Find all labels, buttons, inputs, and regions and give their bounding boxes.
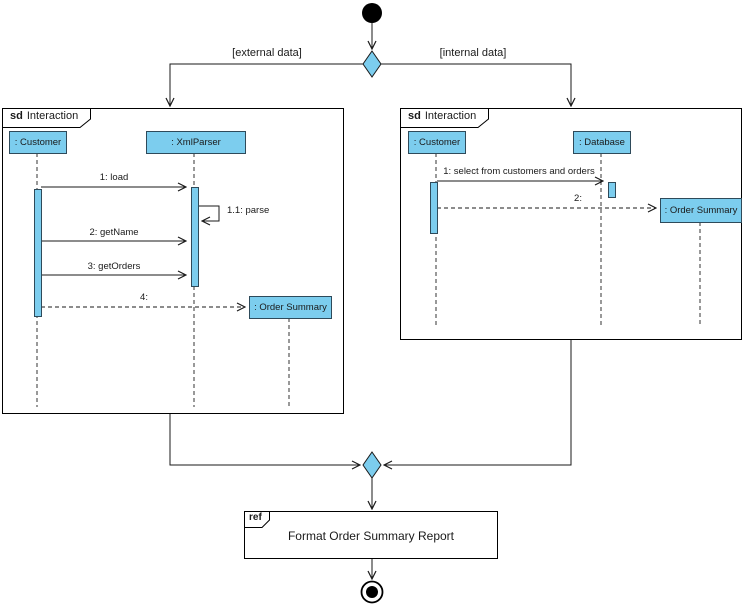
- merge-diamond[interactable]: [362, 451, 382, 479]
- lifeline-head-xmlparser[interactable]: : XmlParser: [146, 131, 246, 154]
- edge-rightframe-to-merge: [384, 340, 572, 465]
- guard-internal-data: [internal data]: [439, 47, 507, 59]
- ref-frame-tab: ref: [244, 511, 274, 529]
- lifeline-head-database[interactable]: : Database: [573, 131, 631, 154]
- ref-frame-title: Format Order Summary Report: [287, 529, 455, 543]
- ref-frame[interactable]: ref Format Order Summary Report: [244, 511, 498, 559]
- message-label-2: 2:: [574, 193, 582, 204]
- ref-frame-kind: ref: [249, 512, 262, 523]
- lifeline-head-customer-right[interactable]: : Customer: [408, 131, 466, 154]
- edge-external-branch: [170, 63, 363, 106]
- message-label-getorders: 3: getOrders: [87, 261, 141, 272]
- activation-customer-right[interactable]: [430, 182, 438, 234]
- frame-kind-label: sd: [408, 110, 421, 122]
- guard-external-data: [external data]: [232, 47, 302, 59]
- edge-internal-branch: [381, 63, 571, 106]
- activation-customer-left[interactable]: [34, 189, 42, 317]
- final-node-core: [366, 586, 378, 598]
- lifeline-head-customer[interactable]: : Customer: [9, 131, 67, 154]
- final-node[interactable]: [360, 580, 384, 604]
- message-label-load: 1: load: [99, 172, 129, 183]
- object-order-summary-right[interactable]: : Order Summary: [660, 198, 742, 223]
- activation-database[interactable]: [608, 182, 616, 198]
- message-label-parse: 1.1: parse: [227, 205, 270, 216]
- frame-kind-label: sd: [10, 110, 23, 122]
- initial-node[interactable]: [362, 3, 382, 23]
- activation-xmlparser[interactable]: [191, 187, 199, 287]
- edge-leftframe-to-merge: [169, 414, 360, 465]
- message-label-getname: 2: getName: [89, 227, 139, 238]
- message-label-4: 4:: [140, 292, 148, 303]
- decision-diamond[interactable]: [362, 50, 382, 78]
- object-order-summary-left[interactable]: : Order Summary: [249, 296, 332, 319]
- message-label-select: 1: select from customers and orders: [443, 166, 595, 177]
